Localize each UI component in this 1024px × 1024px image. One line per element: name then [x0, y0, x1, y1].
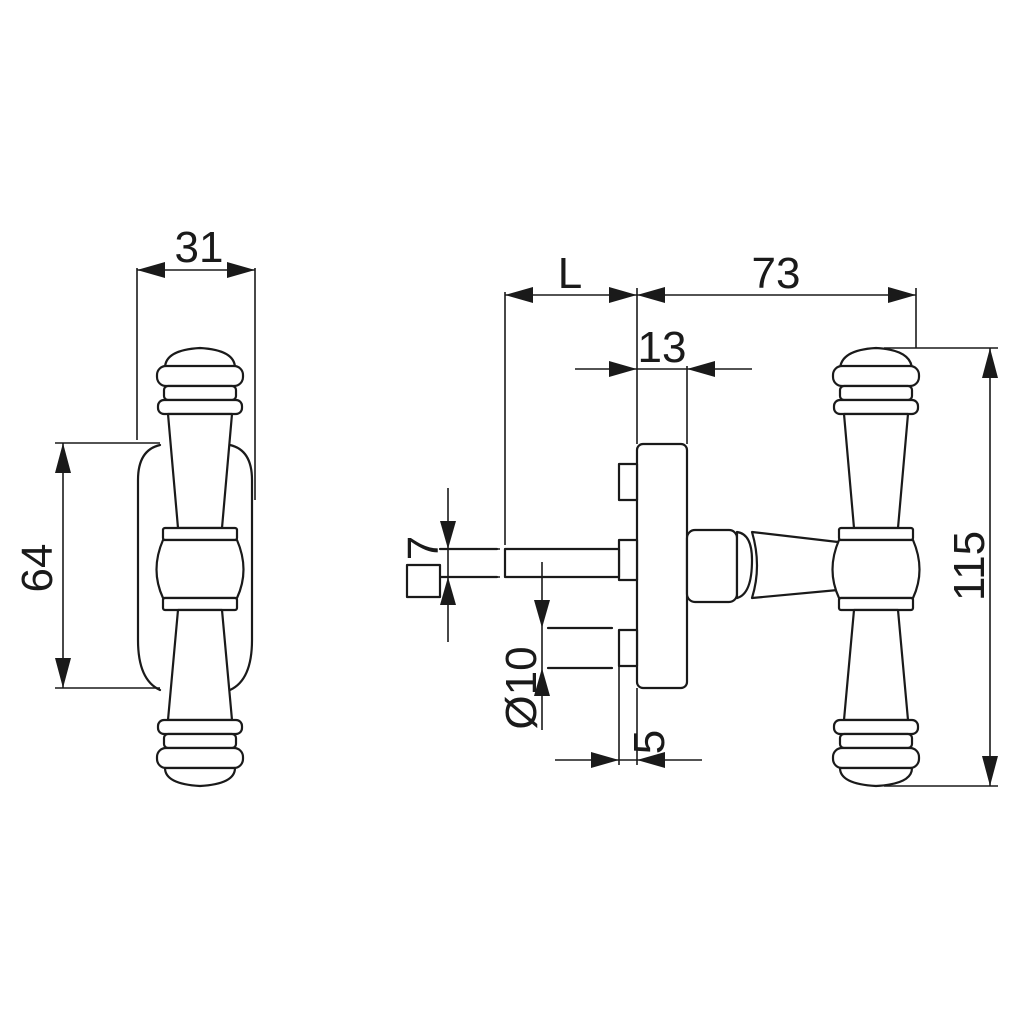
lever-knob-bottom-band [837, 596, 915, 612]
handle-neck-collar [685, 528, 739, 604]
handle-bottom-band [156, 718, 244, 736]
handle-bottom-ring [155, 746, 245, 770]
handle-upper-taper [166, 412, 234, 530]
handle-bottom-collar [162, 732, 238, 750]
dim-label-5: 5 [625, 730, 674, 754]
side-view: L 73 13 7 Ø10 5 [399, 249, 998, 788]
arrow-13-left [609, 361, 637, 377]
square-spindle [503, 547, 621, 579]
lever-top-band [832, 398, 920, 416]
dim-label-115: 115 [945, 531, 994, 601]
dim-label-64: 64 [13, 544, 62, 593]
plate-pin-bottom [617, 628, 639, 668]
lever-upper-taper [842, 412, 910, 530]
dim-label-73: 73 [752, 249, 801, 298]
arrow-5-left [591, 752, 619, 768]
arrow-10-top [534, 600, 550, 628]
handle-knob-bottom-band [161, 596, 239, 612]
handle-top-ring [155, 364, 245, 388]
lever-top-collar [838, 384, 914, 402]
lever-lower-taper [842, 608, 910, 722]
handle-lower-taper [166, 608, 234, 722]
lever-bottom-cap [838, 766, 914, 788]
lever-central-knob [831, 538, 921, 600]
handle-neck-taper [750, 530, 840, 600]
lever-knob-top-band [837, 526, 915, 542]
arrow-7-bottom [440, 577, 456, 605]
dim-label-31: 31 [175, 223, 224, 272]
arrow-5-right [637, 752, 665, 768]
dim-label-13: 13 [638, 323, 687, 372]
arrow-115-top [982, 348, 998, 378]
lever-top-ring [831, 364, 921, 388]
dim-label-10: Ø10 [497, 646, 546, 729]
arrow-31-right [227, 262, 255, 278]
arrow-31-left [137, 262, 165, 278]
arrow-64-top [55, 443, 71, 473]
rosette-plate [136, 443, 254, 692]
arrow-L-left [505, 287, 533, 303]
arrow-64-bottom [55, 658, 71, 688]
arrow-73-right [888, 287, 916, 303]
handle-top-cap [163, 346, 237, 370]
front-view: 31 64 [13, 223, 256, 788]
lever-bottom-ring [831, 746, 921, 770]
dim-label-L: L [558, 249, 582, 298]
arrow-10-bottom [534, 668, 550, 696]
arrow-73-left [637, 287, 665, 303]
arrow-7-top [440, 521, 456, 549]
lever-bottom-collar [838, 732, 914, 750]
handle-top-collar [162, 384, 238, 402]
arrow-13-right [687, 361, 715, 377]
lever-bottom-band [832, 718, 920, 736]
spindle-end-block [405, 563, 442, 599]
handle-central-knob [155, 538, 245, 600]
handle-top-band [156, 398, 244, 416]
dim-label-7: 7 [399, 536, 448, 560]
plate-pin-middle [617, 538, 639, 582]
mounting-plate [635, 442, 689, 690]
arrow-115-bottom [982, 756, 998, 786]
handle-bottom-cap [163, 766, 237, 788]
plate-pin-top [617, 462, 639, 502]
handle-neck-spool [735, 530, 754, 600]
arrow-L-right [609, 287, 637, 303]
handle-knob-top-band [161, 526, 239, 542]
lever-top-cap [838, 346, 914, 372]
